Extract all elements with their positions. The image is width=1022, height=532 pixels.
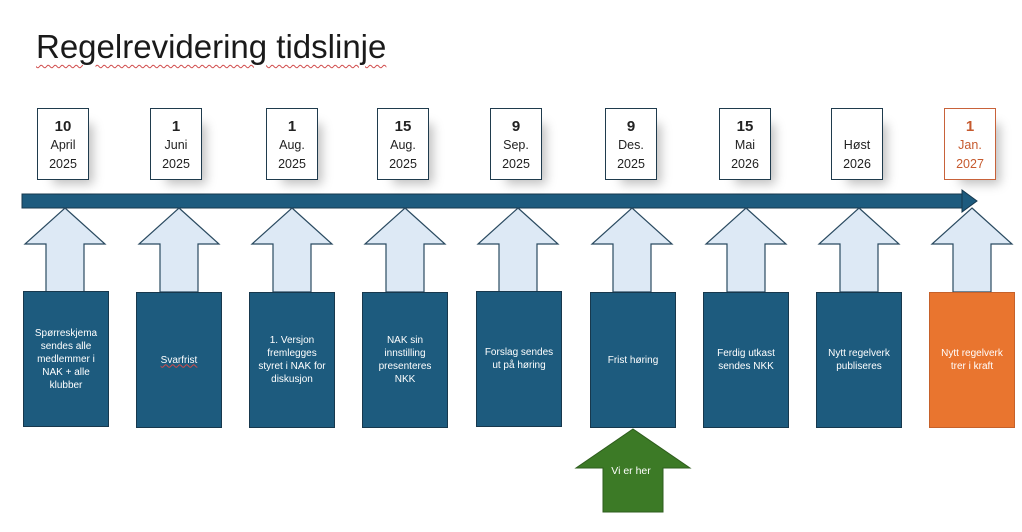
up-arrow-2 [137,207,221,293]
task-box-3: 1. Versjon fremlegges styret i NAK for d… [249,292,335,428]
up-arrow-9 [930,207,1014,293]
task-box-6: Frist høring [590,292,676,428]
timeline-arrow [21,189,978,213]
up-arrow-4 [363,207,447,293]
task-box-9: Nytt regelverk trer i kraft [929,292,1015,428]
task-box-2: Svarfrist [136,292,222,428]
up-arrow-8 [817,207,901,293]
up-arrow-7 [704,207,788,293]
current-position-arrow [574,428,692,513]
task-box-1: Spørreskjema sendes alle medlemmer i NAK… [23,291,109,427]
current-position-label: Vi er her [611,465,651,477]
up-arrow-1 [23,207,107,293]
task-box-7: Ferdig utkast sendes NKK [703,292,789,428]
task-box-8: Nytt regelverk publiseres [816,292,902,428]
page-title: Regelrevidering tidslinje [36,28,387,65]
up-arrow-5 [476,207,560,293]
up-arrow-6 [590,207,674,293]
task-box-5: Forslag sendes ut på høring [476,291,562,427]
task-box-4: NAK sin innstilling presenteres NKK [362,292,448,428]
up-arrow-3 [250,207,334,293]
